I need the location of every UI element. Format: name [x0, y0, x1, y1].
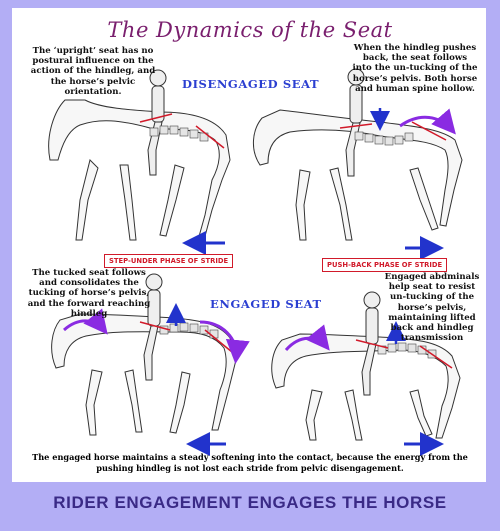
pelvis-tuck-arrow-3	[199, 320, 250, 364]
spine-vertebrae-1	[149, 125, 209, 142]
horse-pelvis-line	[195, 125, 225, 149]
label-push-back-phase: PUSH-BACK PHASE OF STRIDE	[322, 258, 448, 272]
note-tucked-seat: The tucked seat follows and consolidates…	[27, 268, 151, 319]
heading-disengaged-seat: DISENGAGED SEAT	[182, 77, 320, 91]
note-engaged-abdominals: Engaged abdminals help seat to resist un…	[384, 272, 480, 344]
rider-hollow	[345, 68, 365, 177]
rider-pelvis-line-2	[339, 123, 373, 129]
spine-vertebrae-3	[159, 322, 219, 339]
footer-caption: The engaged horse maintains a steady sof…	[32, 452, 468, 473]
rider-engaged	[361, 291, 381, 396]
rider-upright	[147, 69, 167, 176]
horse-pelvis-line-4	[419, 345, 453, 369]
horse-disengaged-step-under	[48, 99, 231, 241]
spine-vertebrae-2	[354, 131, 414, 146]
rider-pelvis-line-4	[355, 339, 389, 349]
label-step-under-phase: STEP-UNDER PHASE OF STRIDE	[104, 254, 234, 268]
pelvis-rotation-arrow-2	[399, 108, 456, 135]
neck-arrow-3	[63, 308, 108, 335]
rider-tucked	[143, 273, 163, 381]
heading-engaged-seat: ENGAGED SEAT	[210, 297, 322, 311]
horse-pelvis-line-2	[411, 121, 447, 141]
rider-pelvis-line	[139, 113, 173, 123]
diagram-title: The Dynamics of the Seat	[107, 18, 393, 42]
rider-pelvis-line-3	[139, 321, 171, 331]
note-upright-seat: The ‘upright’ seat has no postural influ…	[30, 46, 156, 97]
note-hindleg-push: When the hindleg pushes back, the seat f…	[352, 43, 478, 94]
neck-arrow-4	[284, 324, 330, 352]
banner-title: RIDER ENGAGEMENT ENGAGES THE HORSE	[53, 493, 447, 512]
